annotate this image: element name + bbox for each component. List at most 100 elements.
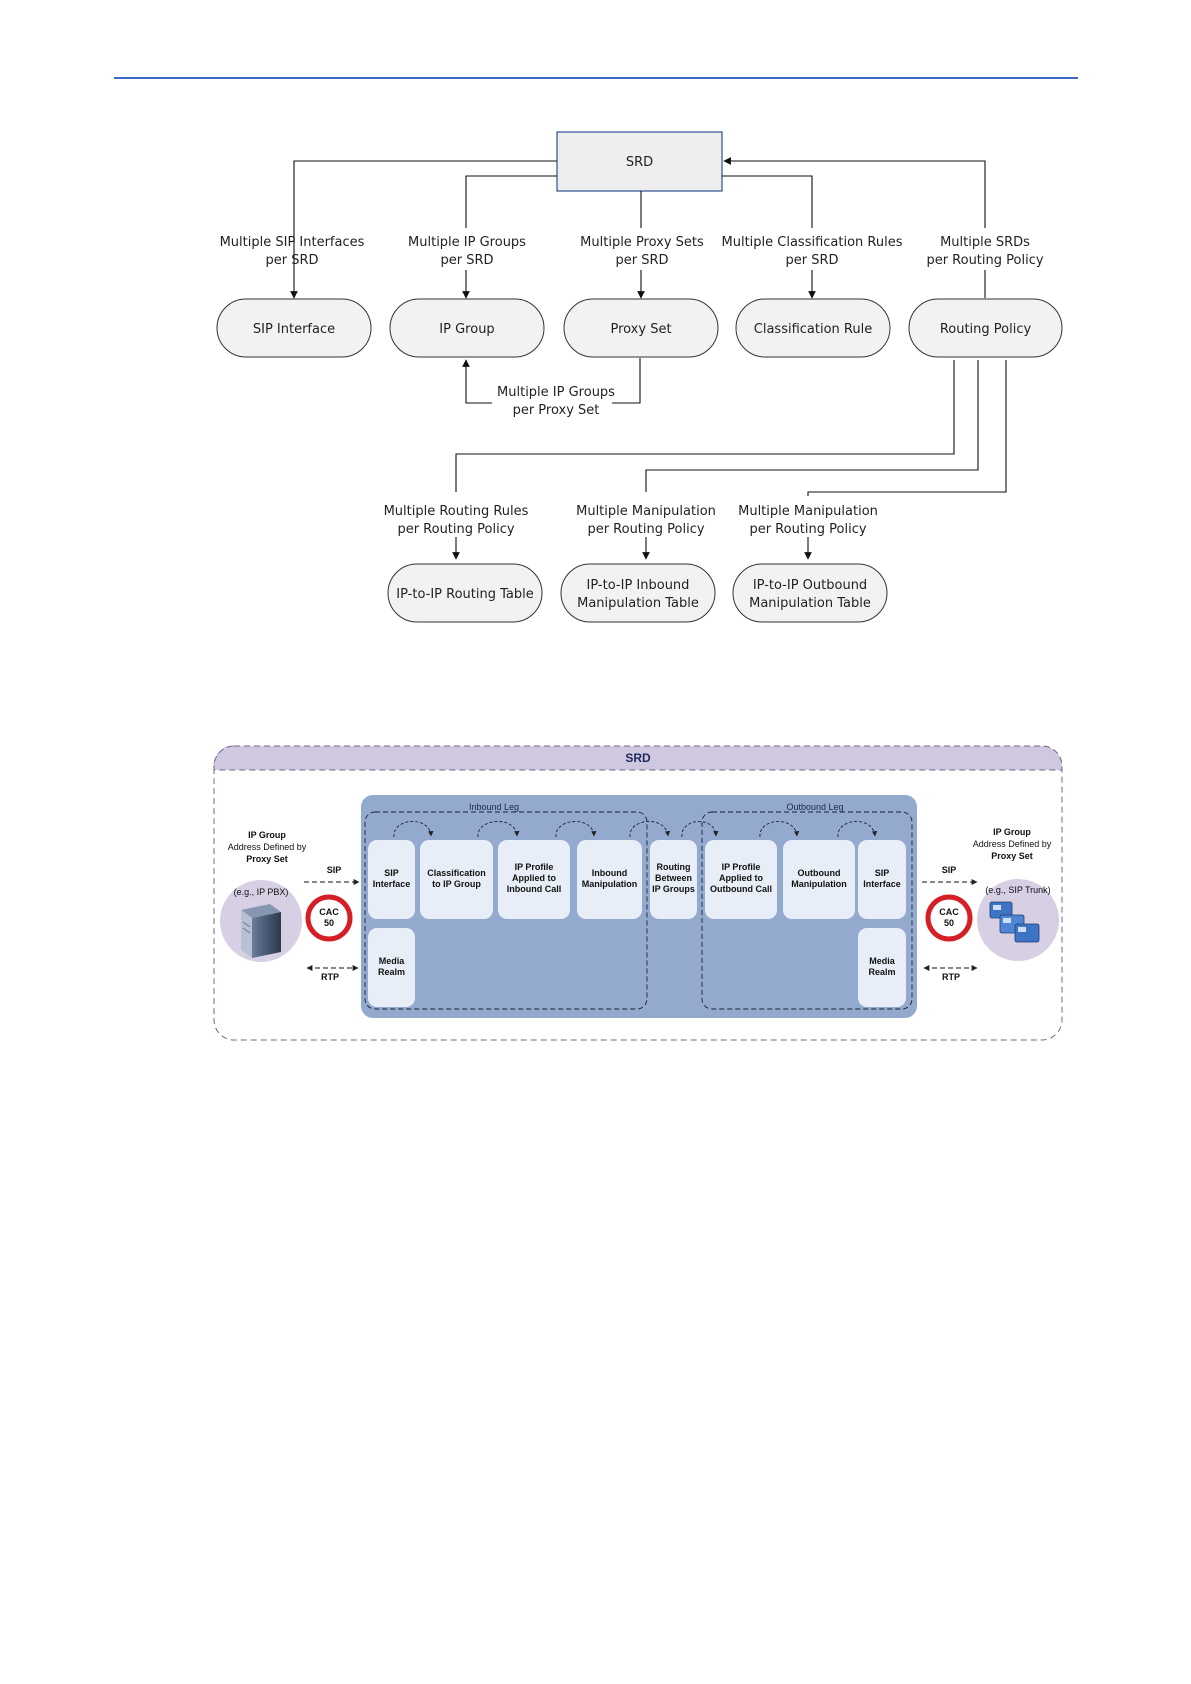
left-party-line2: Address Defined by bbox=[228, 842, 307, 852]
left-party-example: (e.g., IP PBX) bbox=[234, 887, 289, 897]
sip-label-right: SIP bbox=[942, 865, 957, 875]
flow-arrows bbox=[393, 821, 878, 838]
node-routing-policy-label: Routing Policy bbox=[940, 322, 1032, 337]
block-routing-1: Routing bbox=[657, 862, 691, 872]
node-inbound-table-label-1: IP-to-IP Inbound bbox=[587, 578, 690, 593]
node-inbound-manipulation-table: IP-to-IP Inbound Manipulation Table bbox=[560, 563, 716, 623]
block-media-realm-inbound: Media Realm bbox=[368, 928, 415, 1007]
right-ip-group: IP Group Address Defined by Proxy Set (e… bbox=[973, 827, 1059, 961]
block-media-realm-in-2: Realm bbox=[378, 967, 405, 977]
node-proxy-set: Proxy Set bbox=[563, 298, 719, 358]
label-multi-manip-out-1: Multiple Manipulation bbox=[738, 504, 878, 519]
label-multi-ip-groups-proxy-1: Multiple IP Groups bbox=[497, 385, 615, 400]
block-inbound-manip-2: Manipulation bbox=[582, 879, 638, 889]
block-ip-profile-in-1: IP Profile bbox=[515, 862, 554, 872]
cac-badge-left: CAC 50 bbox=[305, 894, 353, 942]
block-sip-interface-outbound: SIP Interface bbox=[858, 840, 906, 919]
block-sip-interface-in-2: Interface bbox=[373, 879, 411, 889]
node-classification-rule: Classification Rule bbox=[735, 298, 891, 358]
block-classification-1: Classification bbox=[427, 868, 486, 878]
block-ip-profile-outbound: IP Profile Applied to Outbound Call bbox=[705, 840, 777, 919]
srd-title-band bbox=[213, 745, 1063, 771]
block-inbound-manipulation: Inbound Manipulation bbox=[577, 840, 642, 919]
block-ip-profile-out-1: IP Profile bbox=[722, 862, 761, 872]
label-multi-srds-2: per Routing Policy bbox=[926, 253, 1043, 268]
server-icon bbox=[241, 904, 281, 958]
right-party-title: IP Group bbox=[993, 827, 1031, 837]
srd-connectors bbox=[290, 157, 1007, 560]
cac-left-value: 50 bbox=[324, 918, 334, 928]
block-routing-3: IP Groups bbox=[652, 884, 695, 894]
entity-nodes: SIP Interface IP Group Proxy Set Classif… bbox=[216, 298, 1063, 623]
node-proxy-set-label: Proxy Set bbox=[610, 322, 671, 337]
block-outbound-manipulation: Outbound Manipulation bbox=[783, 840, 855, 919]
label-multi-proxy-sets-1: Multiple Proxy Sets bbox=[580, 235, 704, 250]
node-ip-group: IP Group bbox=[389, 298, 545, 358]
node-inbound-table-label-2: Manipulation Table bbox=[577, 596, 699, 611]
block-sip-interface-out-2: Interface bbox=[863, 879, 901, 889]
label-multi-ip-groups-2: per SRD bbox=[440, 253, 493, 268]
block-classification-2: to IP Group bbox=[432, 879, 481, 889]
signal-arrows: SIP RTP SIP RTP bbox=[304, 865, 978, 982]
block-ip-profile-out-3: Outbound Call bbox=[710, 884, 772, 894]
block-media-realm-out-1: Media bbox=[869, 956, 896, 966]
sip-label-left: SIP bbox=[327, 865, 342, 875]
block-ip-profile-out-2: Applied to bbox=[719, 873, 763, 883]
inbound-leg-label: Inbound Leg bbox=[469, 802, 519, 812]
srd-box: SRD bbox=[556, 131, 723, 192]
node-outbound-table-label-2: Manipulation Table bbox=[749, 596, 871, 611]
node-classification-rule-label: Classification Rule bbox=[754, 322, 872, 337]
block-outbound-manip-1: Outbound bbox=[798, 868, 841, 878]
label-multi-routing-rules-1: Multiple Routing Rules bbox=[384, 504, 529, 519]
right-party-line2: Address Defined by bbox=[973, 839, 1052, 849]
srd-hierarchy-diagram: SRD bbox=[216, 131, 1063, 623]
right-party-example: (e.g., SIP Trunk) bbox=[985, 885, 1050, 895]
flow-blocks: SIP Interface Classification to IP Group… bbox=[368, 840, 906, 1007]
node-ip-group-label: IP Group bbox=[439, 322, 494, 337]
label-multi-sip-interfaces-1: Multiple SIP Interfaces bbox=[220, 235, 365, 250]
node-outbound-table-label-1: IP-to-IP Outbound bbox=[753, 578, 867, 593]
right-party-line3: Proxy Set bbox=[991, 851, 1033, 861]
block-sip-interface-in-1: SIP bbox=[384, 868, 399, 878]
header-rule bbox=[114, 77, 1078, 79]
label-multi-proxy-sets-2: per SRD bbox=[615, 253, 668, 268]
label-multi-ip-groups-1: Multiple IP Groups bbox=[408, 235, 526, 250]
node-sip-interface-label: SIP Interface bbox=[253, 322, 335, 337]
outbound-leg-boundary bbox=[701, 811, 913, 1010]
cac-left-label: CAC bbox=[319, 907, 339, 917]
label-multi-manip-in-2: per Routing Policy bbox=[587, 522, 704, 537]
block-routing-2: Between bbox=[655, 873, 692, 883]
outbound-leg-label: Outbound Leg bbox=[786, 802, 843, 812]
block-outbound-manip-2: Manipulation bbox=[791, 879, 847, 889]
block-sip-interface-inbound: SIP Interface bbox=[368, 840, 415, 919]
rtp-label-right: RTP bbox=[942, 972, 960, 982]
cac-right-label: CAC bbox=[939, 907, 959, 917]
node-routing-table: IP-to-IP Routing Table bbox=[387, 563, 543, 623]
label-multi-manip-in-1: Multiple Manipulation bbox=[576, 504, 716, 519]
node-sip-interface: SIP Interface bbox=[216, 298, 372, 358]
relationship-labels: Multiple SIP Interfaces per SRD Multiple… bbox=[220, 235, 1044, 537]
label-multi-class-rules-1: Multiple Classification Rules bbox=[722, 235, 903, 250]
node-routing-policy: Routing Policy bbox=[908, 298, 1063, 358]
label-multi-class-rules-2: per SRD bbox=[785, 253, 838, 268]
left-ip-group: IP Group Address Defined by Proxy Set (e… bbox=[220, 830, 307, 962]
block-media-realm-out-2: Realm bbox=[868, 967, 895, 977]
label-multi-srds-1: Multiple SRDs bbox=[940, 235, 1030, 250]
node-routing-table-label: IP-to-IP Routing Table bbox=[396, 587, 533, 602]
srd-label: SRD bbox=[626, 155, 653, 170]
block-routing: Routing Between IP Groups bbox=[650, 840, 697, 919]
cac-right-value: 50 bbox=[944, 918, 954, 928]
label-multi-sip-interfaces-2: per SRD bbox=[265, 253, 318, 268]
label-multi-ip-groups-proxy-2: per Proxy Set bbox=[513, 403, 600, 418]
block-sip-interface-out-1: SIP bbox=[875, 868, 890, 878]
block-inbound-manip-1: Inbound bbox=[592, 868, 628, 878]
node-outbound-manipulation-table: IP-to-IP Outbound Manipulation Table bbox=[732, 563, 888, 623]
block-media-realm-in-1: Media bbox=[379, 956, 406, 966]
srd-call-flow-diagram: SRD Inbound Leg Outbound Leg bbox=[213, 745, 1063, 1041]
rtp-label-left: RTP bbox=[321, 972, 339, 982]
left-party-title: IP Group bbox=[248, 830, 286, 840]
block-media-realm-outbound: Media Realm bbox=[858, 928, 906, 1007]
block-classification: Classification to IP Group bbox=[420, 840, 493, 919]
